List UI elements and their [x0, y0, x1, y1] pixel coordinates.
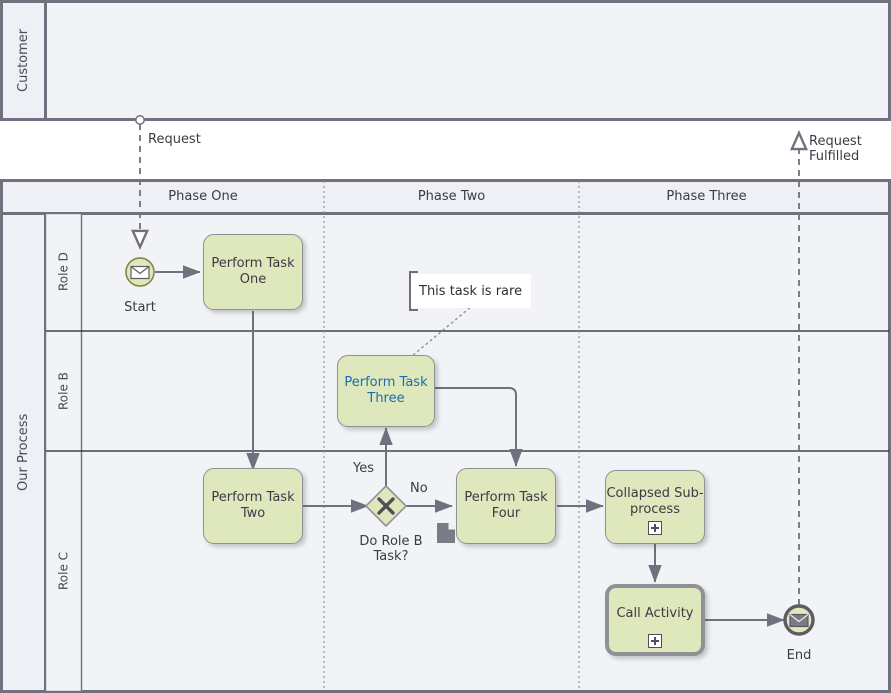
customer-pool[interactable] — [0, 0, 891, 121]
gateway-x-icon — [377, 497, 395, 515]
end-event[interactable] — [783, 604, 815, 636]
phase-label-three: Phase Three — [666, 189, 747, 204]
exclusive-gateway-label: Do Role B Task? — [359, 534, 423, 564]
task-three[interactable]: Perform Task Three — [337, 355, 435, 427]
lane-separators — [46, 330, 889, 452]
task-one[interactable]: Perform Task One — [203, 234, 303, 310]
text-annotation-rare[interactable]: This task is rare — [411, 274, 531, 308]
message-flow-request-label: Request — [148, 132, 201, 147]
lane-label-role-c: Role C — [56, 551, 71, 591]
phase-separators — [323, 181, 580, 691]
data-object[interactable] — [437, 523, 455, 543]
sequence-flows — [155, 265, 785, 627]
phase-label-one: Phase One — [168, 189, 238, 204]
lane-label-role-d: Role D — [56, 252, 71, 292]
our-process-title-strip — [0, 212, 47, 693]
task-two[interactable]: Perform Task Two — [203, 468, 303, 544]
our-process-pool[interactable] — [0, 179, 891, 693]
phase-header-band — [0, 179, 891, 215]
phase-label-two: Phase Two — [417, 189, 486, 204]
start-event-label: Start — [124, 300, 156, 315]
our-process-pool-label: Our Process — [16, 413, 31, 492]
subprocess-plus-icon — [648, 521, 662, 535]
flow-label-yes: Yes — [353, 461, 374, 476]
flow-task-three-to-task-four[interactable] — [434, 387, 523, 467]
exclusive-gateway[interactable] — [364, 484, 408, 528]
start-event[interactable] — [125, 257, 155, 287]
message-flow-request-fulfilled-label: Request Fulfilled — [809, 134, 862, 164]
lane-label-strip — [44, 212, 83, 693]
call-activity-plus-icon — [648, 634, 662, 648]
flow-label-no: No — [410, 481, 428, 496]
customer-pool-label: Customer — [16, 28, 31, 93]
message-flow-request[interactable] — [130, 115, 150, 250]
task-four[interactable]: Perform Task Four — [456, 468, 556, 544]
end-event-label: End — [786, 648, 812, 663]
text-annotation-bracket — [409, 271, 418, 311]
lane-label-role-b: Role B — [56, 372, 71, 410]
